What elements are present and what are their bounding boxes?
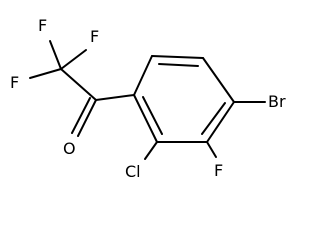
atom-label-ring-fluorine: F (214, 161, 223, 180)
atom-label-bromine: Br (268, 92, 286, 111)
atom-label-f-right: F (90, 27, 99, 46)
ring-inner-bond-c6-c1 (142, 96, 163, 135)
bond-ring-fluorine (206, 141, 217, 158)
ring-inner-bond-c2-c3 (158, 63, 199, 67)
bond-cf3-f-right (60, 49, 87, 70)
ring-bond-c6-c1 (133, 94, 158, 143)
bonds (29, 40, 266, 160)
ring-bond-c3-c4 (202, 57, 235, 103)
atom-label-f-top: F (38, 16, 47, 35)
ring-bond-c4-c5 (206, 101, 235, 143)
bond-carbonyl-ring (95, 94, 135, 101)
atom-label-f-left: F (10, 73, 19, 92)
chemical-structure: F F F O Br Cl F (10, 16, 286, 181)
ring-inner-bond-c4-c5 (201, 102, 226, 135)
atom-label-oxygen: O (63, 139, 76, 158)
bond-ring-chlorine (144, 141, 158, 160)
atom-labels: F F F O Br Cl F (10, 16, 286, 181)
bond-carbonyl-oxygen-second (71, 97, 91, 134)
bond-carbonyl-oxygen (77, 99, 97, 137)
atom-label-chlorine: Cl (125, 162, 141, 181)
bond-cf3-f-top (49, 40, 62, 70)
ring-bond-c1-c2 (133, 55, 153, 96)
bond-cf3-carbonyl (60, 68, 97, 101)
bond-cf3-f-left (29, 68, 62, 79)
ring-bond-c2-c3 (151, 55, 204, 59)
